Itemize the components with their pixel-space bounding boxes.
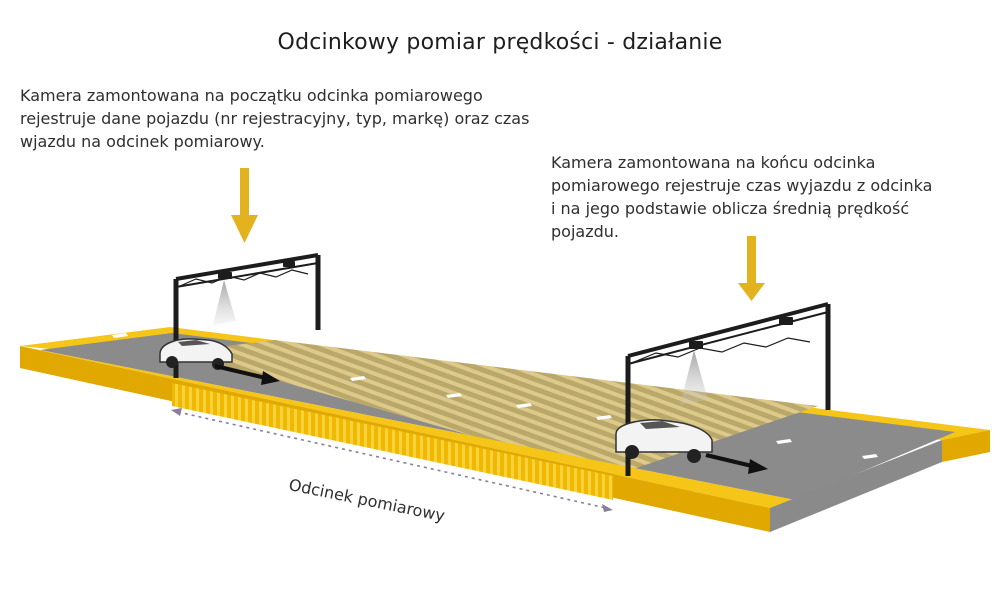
exit-camera-note-line: Kamera zamontowana na końcu odcinka <box>551 153 876 172</box>
car-exit-direction-arrow <box>705 453 768 474</box>
exit-camera-note-line: pomiarowego rejestruje czas wyjazdu z od… <box>551 176 933 195</box>
car-entry-direction-arrow <box>214 364 280 385</box>
exit-camera-beam <box>680 350 708 405</box>
entry-camera-note-line: rejestruje dane pojazdu (nr rejestracyjn… <box>20 109 530 128</box>
road-side-end <box>770 440 942 532</box>
road-side-zone <box>172 383 613 500</box>
entry-camera-icon <box>218 261 295 279</box>
exit-camera-icon <box>689 317 793 349</box>
entry-camera-note-line: wjazdu na odcinek pomiarowy. <box>20 132 265 151</box>
entry-camera-note-line: Kamera zamontowana na początku odcinka p… <box>20 86 483 105</box>
entry-camera-note: Kamera zamontowana na początku odcinka p… <box>20 84 560 153</box>
entry-camera-callout-arrow <box>231 168 258 243</box>
measured-section-dimension <box>171 408 613 512</box>
entry-camera-beam <box>213 280 236 325</box>
exit-camera-note-line: pojazdu. <box>551 222 619 241</box>
exit-camera-callout-arrow <box>738 236 765 301</box>
exit-camera-note-line: i na jego podstawie oblicza średnią pręd… <box>551 199 910 218</box>
exit-camera-gantry <box>625 302 831 476</box>
road-curb-front <box>20 346 795 508</box>
lane-markings <box>112 333 878 459</box>
page-title: Odcinkowy pomiar prędkości - działanie <box>277 30 723 55</box>
road-right-face <box>942 430 990 462</box>
exit-camera-note: Kamera zamontowana na końcu odcinka pomi… <box>551 151 971 243</box>
car-exit <box>615 419 713 463</box>
